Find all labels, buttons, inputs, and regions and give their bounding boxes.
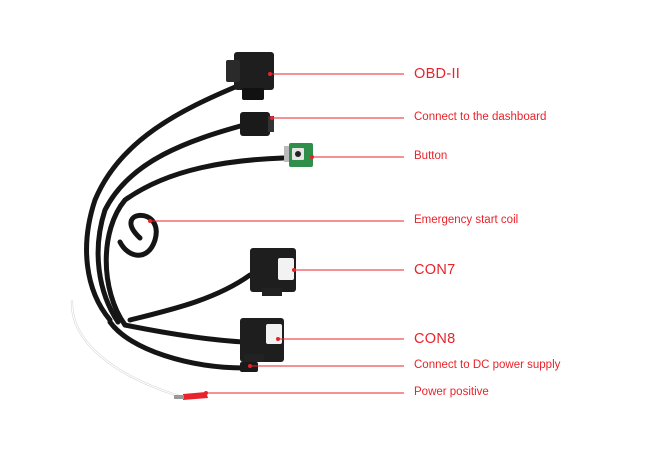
label-obd: OBD-II <box>414 66 461 82</box>
label-power-positive: Power positive <box>414 386 489 398</box>
cable-con8 <box>122 322 248 345</box>
con7-connector-icon <box>250 248 296 296</box>
leader-lines <box>150 73 404 394</box>
label-button: Button <box>414 150 448 162</box>
label-dashboard: Connect to the dashboard <box>414 111 547 123</box>
cable-dc <box>107 319 248 371</box>
label-dc-power: Connect to DC power supply <box>414 359 561 371</box>
alligator-clip-icon <box>174 392 208 400</box>
cable-obd <box>84 82 243 323</box>
label-con8: CON8 <box>414 331 456 347</box>
label-con7: CON7 <box>414 262 456 278</box>
cable-coil-loop <box>117 212 159 258</box>
cable-power-positive <box>70 299 186 400</box>
cable-bundle <box>84 82 286 371</box>
cable-con7 <box>127 272 253 323</box>
button-pcb-icon <box>284 143 313 167</box>
leader-dots <box>148 72 314 395</box>
cable-button <box>103 155 286 328</box>
label-coil: Emergency start coil <box>414 214 519 226</box>
obd-connector-icon <box>226 52 274 100</box>
dashboard-connector-icon <box>240 112 274 136</box>
cable-dashboard <box>95 122 247 325</box>
